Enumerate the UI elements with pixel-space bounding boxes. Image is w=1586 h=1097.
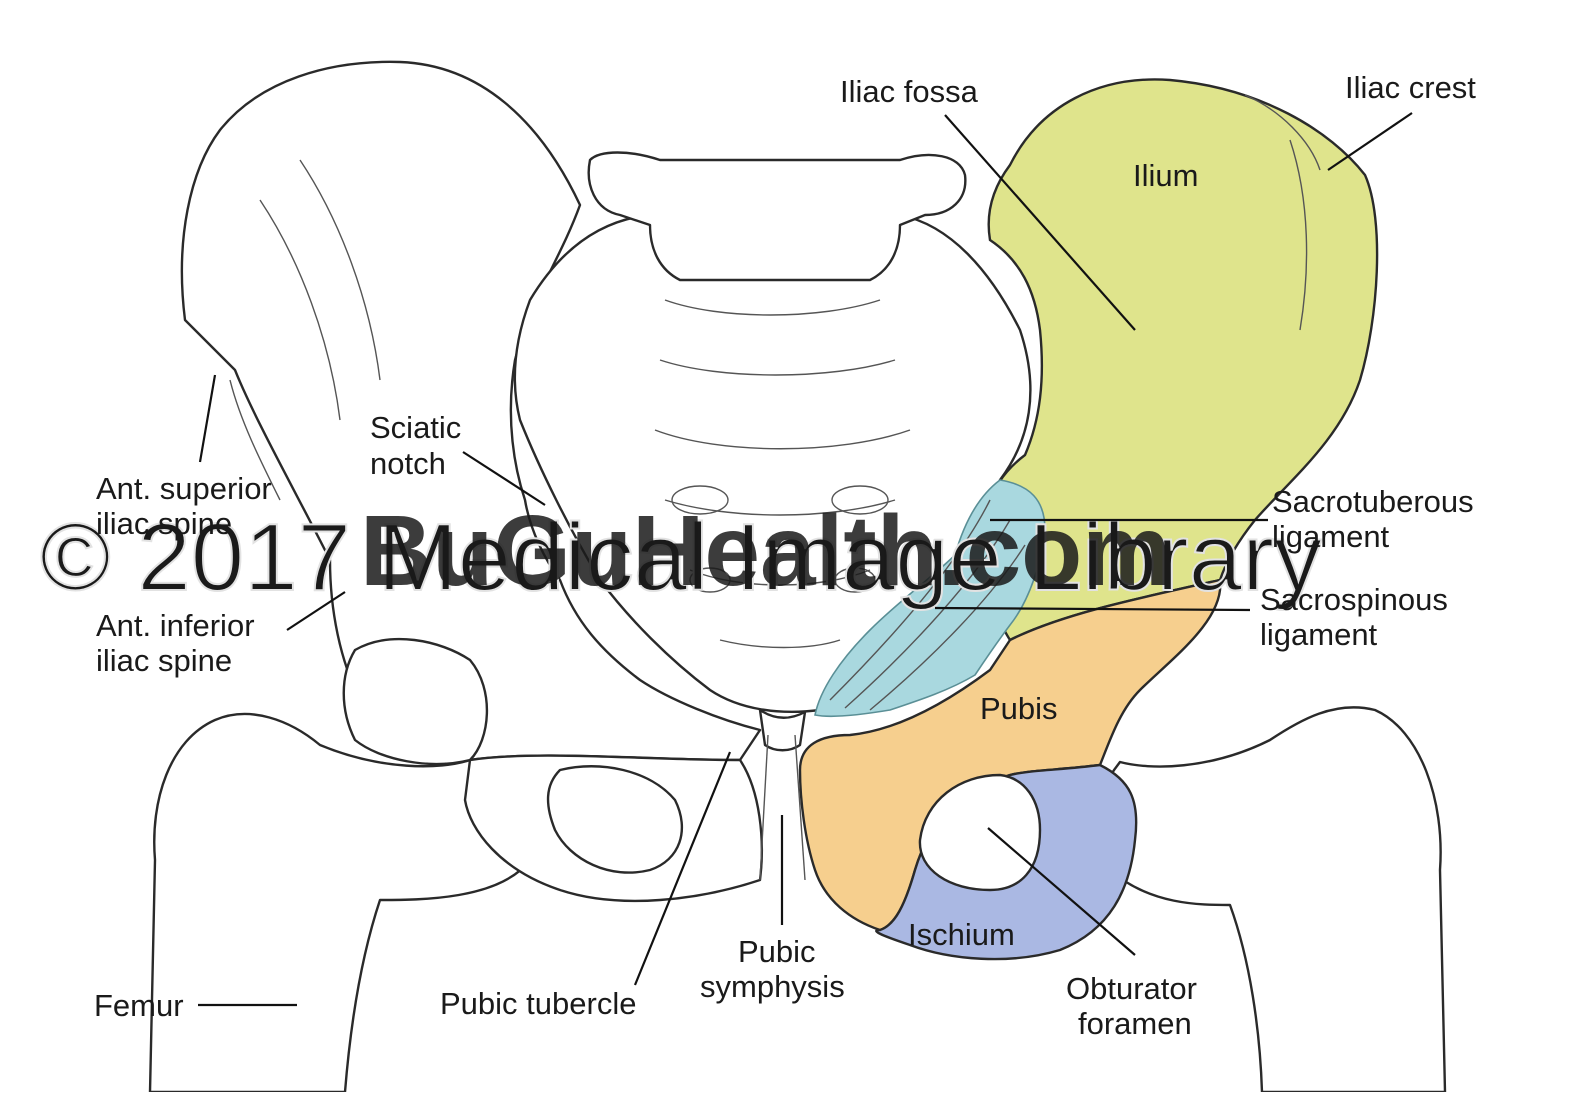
label-ant-superior-2: iliac spine (96, 506, 232, 541)
label-obturator-1: Obturator (1066, 971, 1197, 1006)
bone-outlines (148, 60, 1447, 1094)
label-iliac-crest: Iliac crest (1345, 70, 1476, 105)
label-pubic-symphysis-1: Pubic (738, 934, 816, 969)
leader-ant-superior (198, 374, 217, 463)
label-ilium: Ilium (1133, 158, 1198, 193)
coccyx (758, 708, 807, 752)
ligament-region (814, 479, 1046, 717)
right-hip-bone (798, 78, 1379, 961)
label-pubic-tubercle: Pubic tubercle (440, 986, 636, 1021)
label-ischium: Ischium (908, 917, 1015, 952)
label-sacrospinous-2: ligament (1260, 617, 1378, 652)
left-acetabulum (342, 637, 489, 766)
right-femur (1092, 706, 1447, 1094)
label-obturator-2: foramen (1078, 1006, 1192, 1041)
label-sacrospinous-1: Sacrospinous (1260, 582, 1448, 617)
leader-sciatic-notch (462, 451, 546, 506)
labels: Iliac fossa Iliac crest Ilium Sciatic no… (94, 70, 1476, 1041)
label-pubis: Pubis (980, 691, 1058, 726)
leader-ant-inferior (286, 591, 346, 631)
label-ant-superior-1: Ant. superior (96, 471, 272, 506)
lumbar-vertebra (587, 151, 967, 282)
leader-sacrospinous (934, 606, 1251, 612)
left-obturator-foramen (546, 765, 684, 874)
label-ant-inferior-1: Ant. inferior (96, 608, 255, 643)
label-ant-inferior-2: iliac spine (96, 643, 232, 678)
label-pubic-symphysis-2: symphysis (700, 969, 845, 1004)
label-iliac-fossa: Iliac fossa (840, 74, 979, 109)
label-sacrotuberous-2: ligament (1272, 519, 1390, 554)
leader-lines (198, 112, 1413, 1007)
label-sciatic-notch-2: notch (370, 446, 446, 481)
label-femur: Femur (94, 988, 184, 1023)
leader-pubic-tubercle (633, 751, 732, 986)
leader-iliac-fossa (944, 114, 1136, 331)
label-sacrotuberous-1: Sacrotuberous (1272, 484, 1474, 519)
label-sciatic-notch-1: Sciatic (370, 410, 461, 445)
watermark-main: BuGuHealth.com (360, 495, 1171, 607)
leader-obturator (987, 827, 1136, 956)
watermark-faint: © 2017 Medical Image Library (40, 504, 1322, 611)
obturator-foramen-hole (918, 773, 1042, 892)
leader-iliac-crest (1327, 112, 1413, 171)
